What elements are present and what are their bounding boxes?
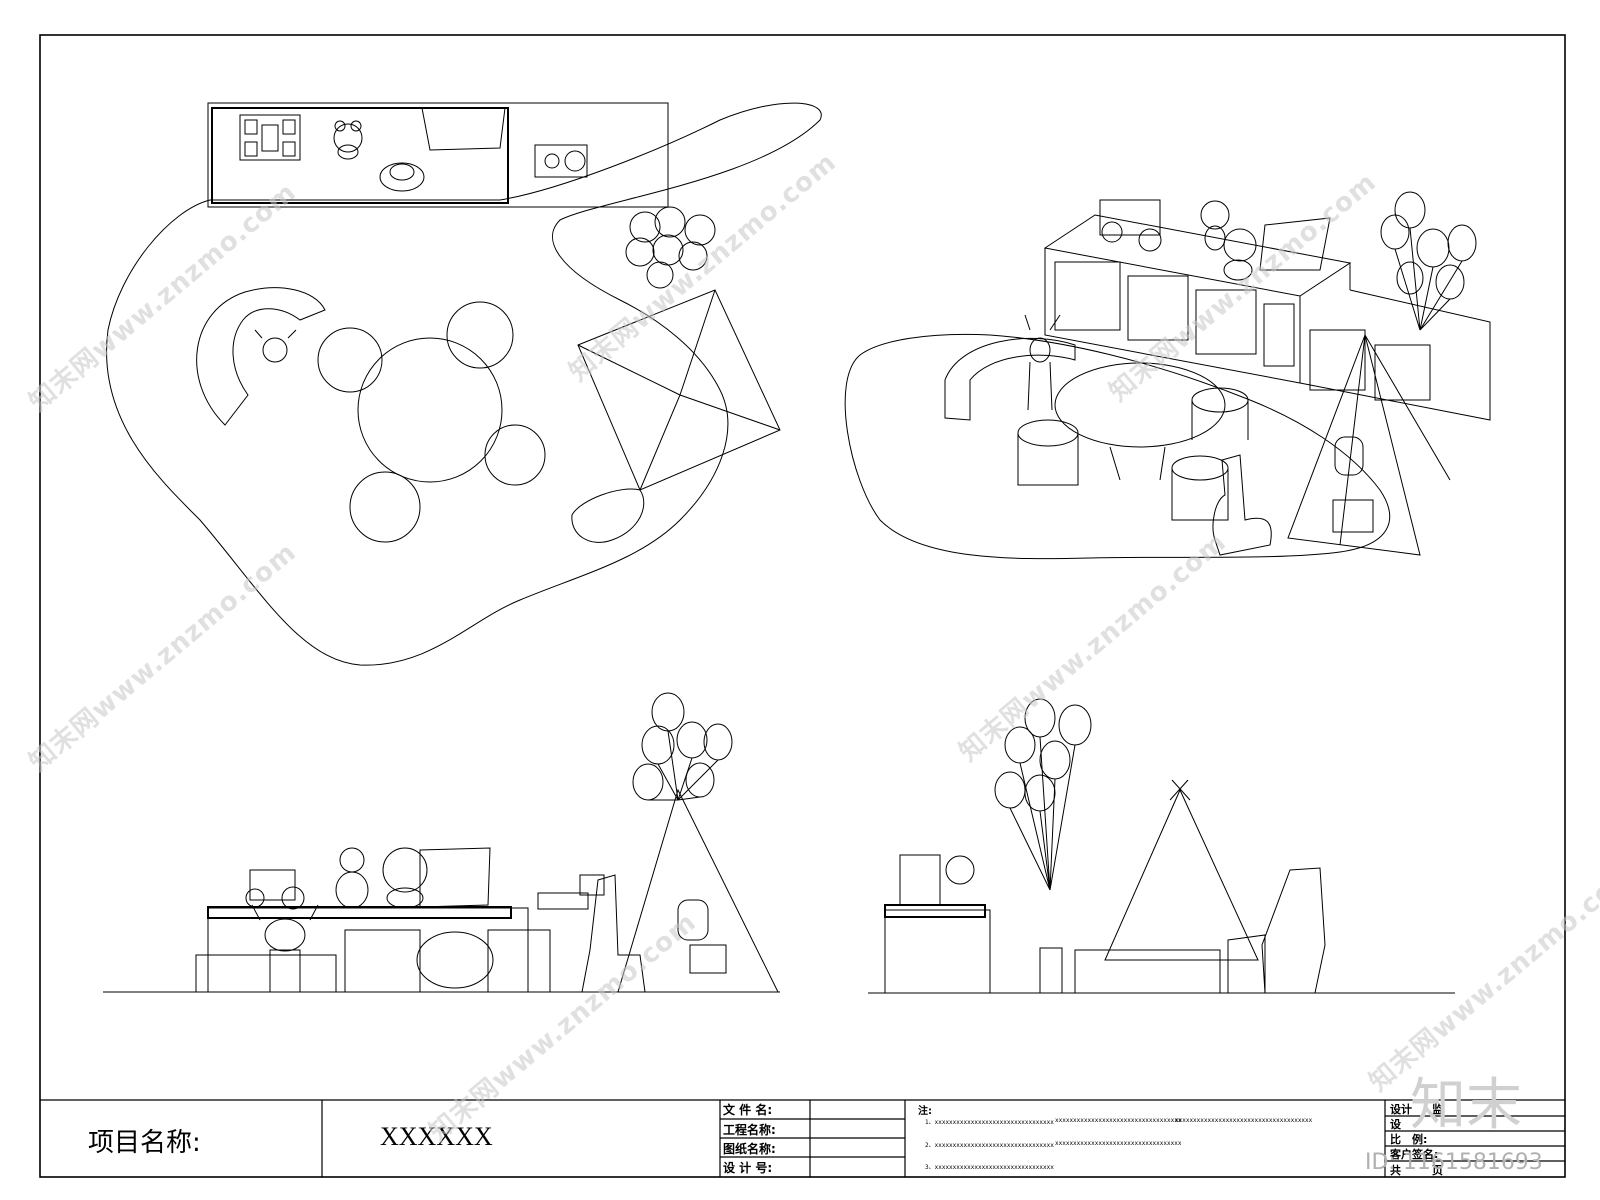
- axo-stools: [1017, 387, 1249, 521]
- watermark-id: ID: 1161581693: [1365, 1150, 1543, 1175]
- title-block-lines: [40, 1099, 1565, 1177]
- pages-label: 页: [1432, 1164, 1443, 1177]
- plan-shelf: [207, 102, 669, 208]
- plan-stool-3: [484, 424, 546, 486]
- axonometric-view: [844, 191, 1491, 560]
- plan-bear-toy: [333, 120, 363, 160]
- plan-lamp: [534, 144, 588, 178]
- plan-pillow: [421, 107, 506, 151]
- elev1-bear: [335, 847, 369, 909]
- axo-bear-toy: [1200, 200, 1230, 251]
- note-line-1b: xxxxxxxxxxxxxxxxxxxxxxxxxxxxxxxxxxx: [1055, 1117, 1182, 1124]
- elev1-lamp: [537, 874, 605, 910]
- elev1-cabinet: [207, 907, 529, 993]
- axo-table: [1054, 362, 1226, 448]
- drawing-name-label: 图纸名称:: [723, 1142, 776, 1156]
- elev2-toys: [899, 854, 975, 906]
- elev2-cabinet: [884, 909, 991, 994]
- axo-half-seat: [944, 337, 1076, 421]
- note-line-1c: xxxxxxxxxxxxxxxxxxxxxxxxxxxxxxxxxxxxxx: [1175, 1117, 1313, 1124]
- axo-truck-toy: [1099, 199, 1162, 252]
- plan-stool-4: [349, 471, 421, 543]
- total-label: 共: [1390, 1164, 1401, 1177]
- elev1-tent: [617, 788, 779, 993]
- axo-deer: [1024, 314, 1061, 411]
- elev1-tent-bag: [689, 944, 727, 974]
- axo-tent: [1287, 333, 1451, 556]
- plan-tent: [577, 289, 781, 491]
- elev1-balloons: [632, 692, 733, 801]
- plan-deer-toy: [254, 329, 297, 363]
- note-line-2b: xxxxxxxxxxxxxxxxxxxxxxxxxxxxxxxxxxx: [1055, 1140, 1182, 1147]
- elevation-view-1: [103, 692, 780, 993]
- elev1-cabinet-top: [207, 906, 512, 919]
- project-name-label: 项目名称:: [88, 1128, 201, 1158]
- plan-view: [106, 102, 822, 666]
- axo-balloons: [1380, 191, 1477, 331]
- elev1-deer: [251, 904, 319, 993]
- plan-shelf-cushion-area: [211, 107, 509, 204]
- axo-cabinet: [1043, 214, 1491, 421]
- elev1-tent-window: [677, 899, 709, 941]
- scale-label: 比 例:: [1390, 1133, 1428, 1146]
- design-label: 设: [1390, 1118, 1401, 1131]
- plan-balloons: [625, 206, 716, 289]
- elev2-balloons: [994, 698, 1092, 891]
- elev2-balloon-weight: [1039, 947, 1063, 994]
- elev2-stool: [1227, 934, 1266, 994]
- note-line-3a: 3、xxxxxxxxxxxxxxxxxxxxxxxxxxxxxxxxx: [925, 1164, 1054, 1171]
- elev1-stools: [344, 929, 551, 993]
- elev1-llama: [581, 874, 646, 993]
- axo-tent-bag: [1332, 499, 1374, 533]
- elev2-llama: [1261, 867, 1326, 994]
- designer-label: 设计: [1390, 1103, 1412, 1116]
- plan-table: [357, 337, 503, 483]
- elev1-lion: [382, 847, 428, 909]
- elevation-view-2: [868, 698, 1455, 994]
- axo-lion-toy: [1223, 228, 1257, 281]
- project-name-value: XXXXXX: [380, 1122, 493, 1151]
- notes-label: 注:: [918, 1106, 932, 1117]
- supervisor-label: 监: [1432, 1103, 1443, 1116]
- axo-rug: [844, 333, 1390, 560]
- axo-pillow: [1259, 217, 1331, 271]
- design-no-label: 设 计 号:: [723, 1161, 773, 1175]
- plan-truck-toy: [239, 114, 301, 161]
- client-signature-label: 客户签名:: [1390, 1148, 1439, 1161]
- plan-rug: [106, 102, 822, 666]
- elev1-truck: [245, 869, 305, 910]
- project-title-label: 工程名称:: [723, 1123, 776, 1137]
- plan-stool-1: [317, 327, 383, 393]
- axo-cabinet-bins: [1054, 261, 1431, 401]
- axo-llama: [1212, 454, 1272, 556]
- note-line-1a: 1、xxxxxxxxxxxxxxxxxxxxxxxxxxxxxxxxx: [925, 1119, 1054, 1126]
- elev2-cabinet-top: [884, 904, 986, 918]
- elev2-bench: [1074, 949, 1221, 994]
- elev1-pillow: [419, 847, 491, 908]
- elev1-low-shelf: [195, 954, 337, 993]
- watermark-brand: 知末: [1410, 1073, 1522, 1138]
- file-name-label: 文 件 名:: [723, 1103, 773, 1117]
- plan-stool-2: [446, 301, 514, 369]
- axo-tent-window: [1334, 436, 1364, 476]
- plan-lion-toy: [379, 162, 425, 192]
- drawing-frame: [39, 34, 1566, 1178]
- plan-llama-cushion: [571, 488, 645, 543]
- note-line-2a: 2、xxxxxxxxxxxxxxxxxxxxxxxxxxxxxxxxx: [925, 1142, 1054, 1149]
- elev2-tent: [1104, 779, 1259, 961]
- axo-table-base: [1109, 446, 1166, 481]
- plan-half-rug: [196, 287, 326, 426]
